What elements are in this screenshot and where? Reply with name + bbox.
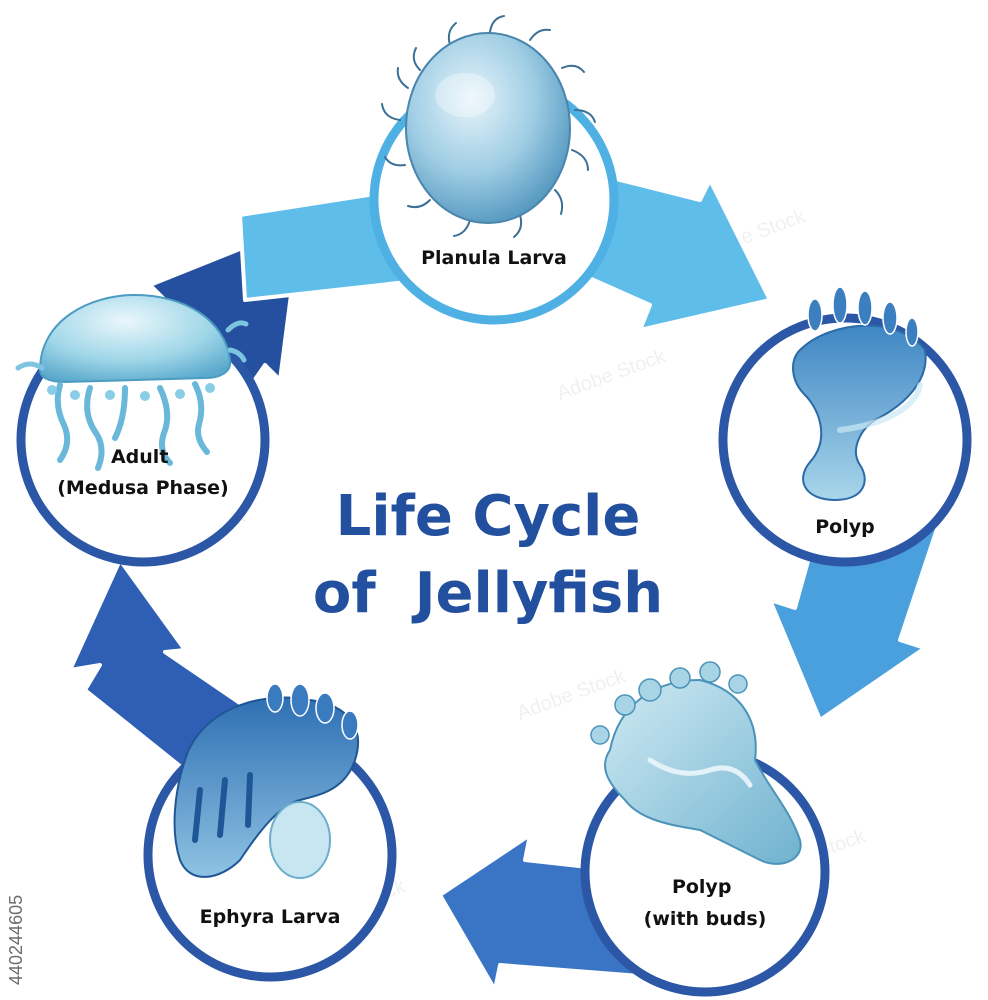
adult-medusa-illustration [15,293,249,471]
polyp-with-buds-illustration [590,661,802,865]
stage-polyp: Polyp [718,286,972,567]
diagram-title: Life Cycle of Jellyfish [313,484,663,626]
stage-polyp-with-buds: Polyp (with buds) [580,661,830,997]
planula-larva-illustration [381,15,596,238]
stage-label-ephyra-larva: Ephyra Larva [200,906,341,928]
stock-id-watermark: 440244605 [6,895,26,985]
stage-ephyra-larva: Ephyra Larva [143,683,397,982]
svg-text:Adobe Stock: Adobe Stock [514,665,629,725]
stage-planula-larva: Planula Larva [369,15,619,325]
stage-label-polyp: Polyp [815,516,874,538]
polyp-illustration [792,286,927,502]
ephyra-larva-illustration [173,683,359,879]
stock-id-text: 440244605 [6,895,26,985]
title-line-1: Life Cycle [336,484,641,549]
stage-label-planula-larva: Planula Larva [421,247,567,269]
title-line-2: of Jellyfish [313,561,663,626]
svg-text:Adobe Stock: Adobe Stock [554,345,669,405]
stage-adult-medusa: Adult (Medusa Phase) [15,293,270,567]
stage-label-polyp-with-buds: Polyp (with buds) [644,876,767,930]
stage-label-adult-medusa: Adult (Medusa Phase) [57,446,229,499]
